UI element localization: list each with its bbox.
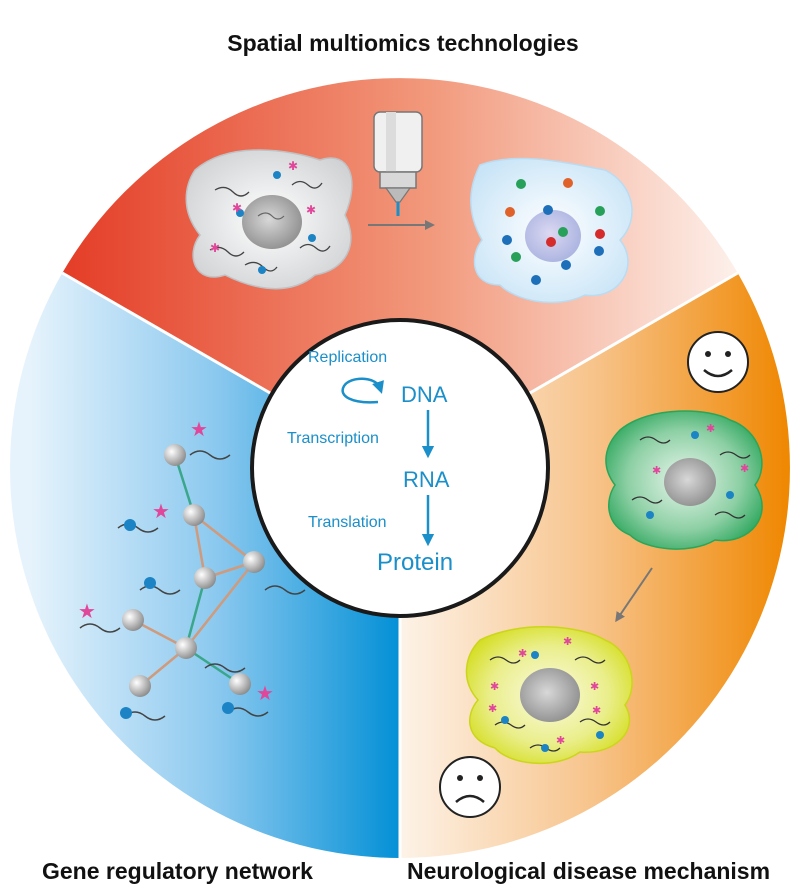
protein-marker — [144, 577, 156, 589]
label-protein: Protein — [377, 549, 453, 576]
network-node — [243, 551, 265, 573]
gene-regulatory-network-graph: ★ ★ ★ ★ — [78, 417, 306, 721]
svg-text:✱: ✱ — [563, 635, 572, 648]
svg-text:✱: ✱ — [740, 462, 749, 475]
network-node — [183, 504, 205, 526]
star-marker: ✱ — [306, 203, 316, 217]
network-node — [122, 609, 144, 631]
protein-marker — [222, 702, 234, 714]
network-node — [194, 567, 216, 589]
nucleus — [664, 458, 716, 506]
star-marker: ★ — [190, 417, 208, 441]
svg-text:✱: ✱ — [652, 464, 661, 477]
nucleus — [520, 668, 580, 722]
frowning-face-icon — [439, 756, 501, 818]
network-node — [229, 673, 251, 695]
svg-text:✱: ✱ — [592, 704, 601, 717]
title-neurological-disease-mechanism: Neurological disease mechanism — [407, 858, 771, 884]
replication-loop-icon — [341, 377, 384, 404]
healthy-cell: ✱ ✱ ✱ — [605, 410, 763, 550]
protein-marker — [124, 519, 136, 531]
network-node — [164, 444, 186, 466]
smiley-face-icon — [687, 331, 749, 393]
label-replication: Replication — [308, 349, 387, 366]
svg-text:✱: ✱ — [706, 422, 715, 435]
protein-marker — [258, 266, 266, 274]
svg-text:✱: ✱ — [490, 680, 499, 693]
network-node — [175, 637, 197, 659]
star-marker: ★ — [256, 681, 274, 705]
network-node — [129, 675, 151, 697]
star-marker: ★ — [152, 499, 170, 523]
central-dogma-circle — [250, 318, 550, 618]
microdissection-needle-icon — [373, 111, 423, 216]
svg-text:✱: ✱ — [590, 680, 599, 693]
cell-before-profiling: ✱ ✱ ✱ ✱ — [185, 149, 353, 290]
label-rna: RNA — [403, 467, 450, 492]
label-translation: Translation — [308, 514, 387, 531]
label-dna: DNA — [401, 382, 448, 407]
cell-after-profiling — [470, 157, 633, 304]
nucleus — [242, 195, 302, 249]
nucleus — [525, 210, 581, 262]
protein-marker — [308, 234, 316, 242]
star-marker: ✱ — [288, 159, 298, 173]
title-gene-regulatory-network: Gene regulatory network — [42, 858, 313, 884]
svg-text:✱: ✱ — [488, 702, 497, 715]
protein-marker — [273, 171, 281, 179]
progression-arrow — [615, 567, 653, 623]
svg-text:✱: ✱ — [518, 647, 527, 660]
star-marker: ✱ — [210, 241, 220, 255]
star-marker: ★ — [78, 599, 96, 623]
title-spatial-multiomics: Spatial multiomics technologies — [227, 30, 579, 56]
star-marker: ✱ — [232, 201, 242, 215]
diseased-cell: ✱ ✱ ✱ ✱ ✱ ✱ ✱ — [465, 626, 633, 765]
svg-text:✱: ✱ — [556, 734, 565, 747]
protein-marker — [120, 707, 132, 719]
protein-marker — [236, 209, 244, 217]
label-transcription: Transcription — [287, 430, 379, 447]
